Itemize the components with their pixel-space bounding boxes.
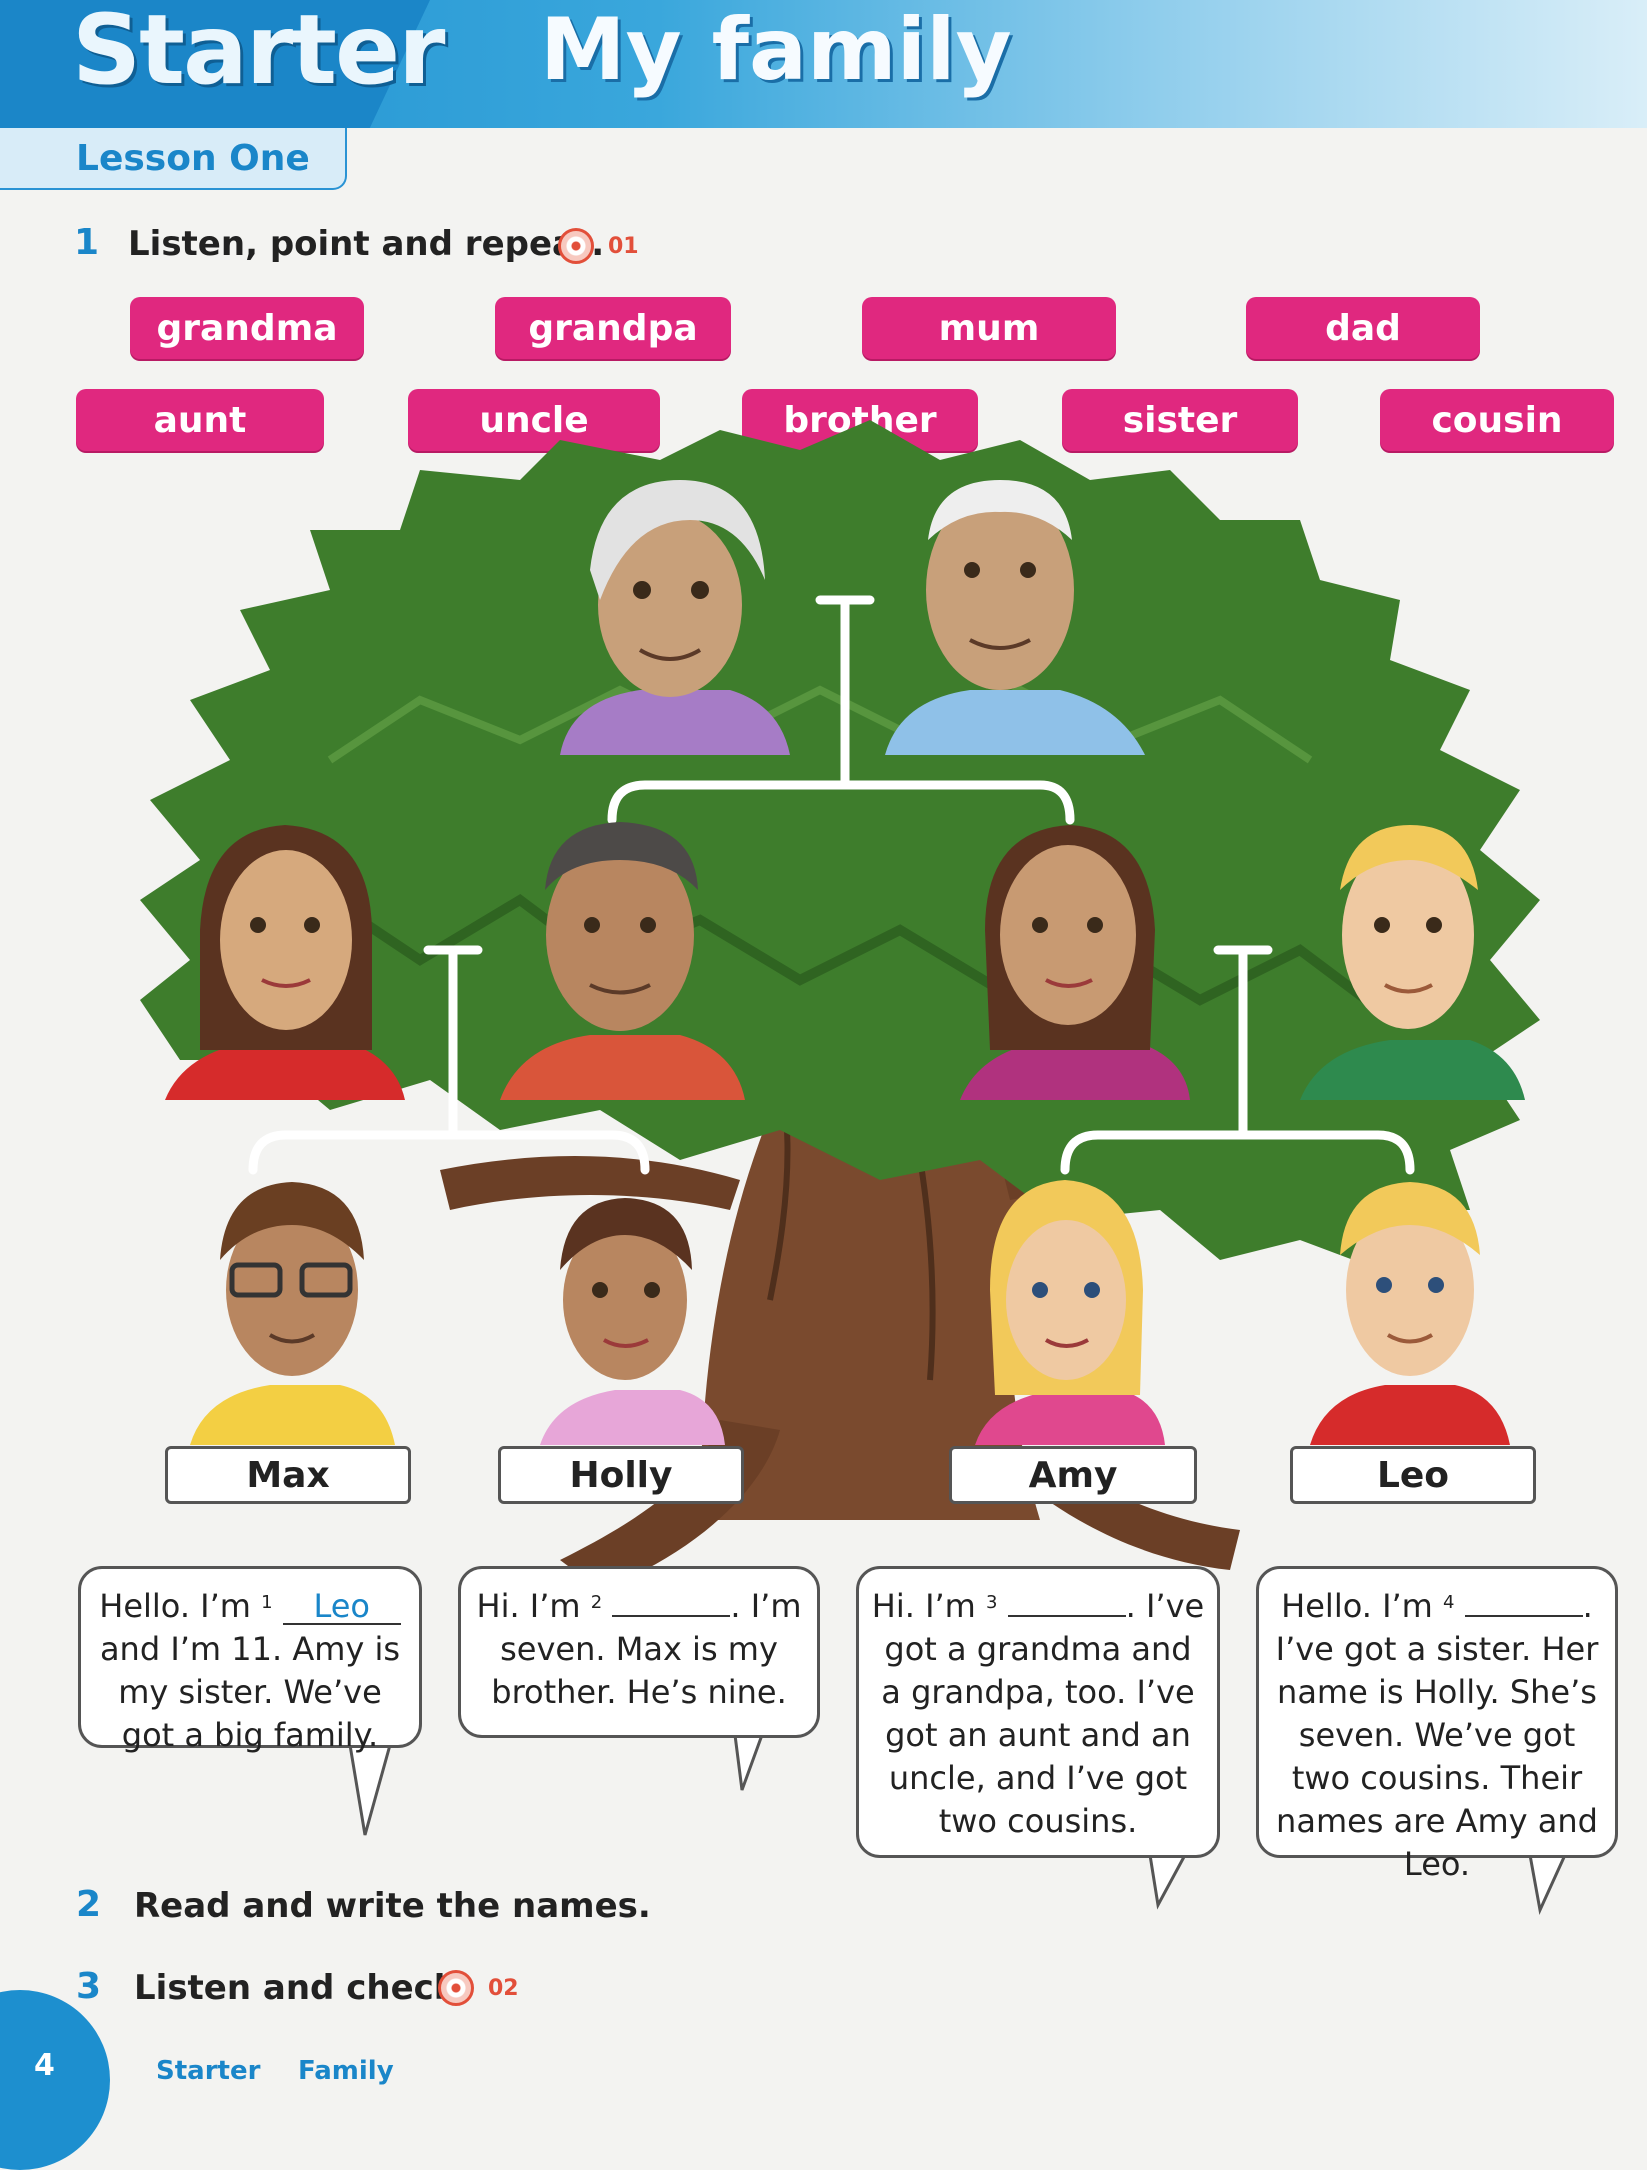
bubble-4-text: I’ve got a sister. Her name is Holly. Sh… — [1275, 1630, 1599, 1883]
word-card-grandpa[interactable]: grandpa — [495, 297, 731, 359]
tree-foliage — [140, 420, 1540, 1270]
exercise-2-number: 2 — [76, 1884, 102, 1925]
bubble-4-greeting: Hello. I’m — [1281, 1587, 1433, 1625]
audio-track-number: 02 — [488, 1976, 519, 2001]
uncle-portrait — [500, 822, 745, 1100]
word-card-aunt[interactable]: aunt — [76, 389, 324, 451]
answer-blank-3[interactable] — [1007, 1615, 1126, 1617]
word-card-dad[interactable]: dad — [1246, 297, 1480, 359]
grandpa-portrait — [885, 480, 1145, 755]
name-box-leo: Leo — [1290, 1446, 1536, 1504]
word-card-grandma[interactable]: grandma — [130, 297, 364, 359]
speech-bubble-3: Hi. I’m 3 . I’ve got a grandma and a gra… — [856, 1566, 1220, 1858]
bubble-3-greeting: Hi. I’m — [871, 1587, 976, 1625]
bubble-2-greeting: Hi. I’m — [476, 1587, 581, 1625]
answer-blank-1[interactable]: Leo — [282, 1589, 401, 1625]
footer-unit: Starter — [156, 2056, 261, 2086]
name-box-amy: Amy — [949, 1446, 1197, 1504]
word-card-uncle[interactable]: uncle — [408, 389, 660, 451]
bubble-1-text: and I’m 11. Amy is my sister. We’ve got … — [99, 1630, 401, 1754]
max-portrait — [190, 1182, 395, 1445]
name-box-max: Max — [165, 1446, 411, 1504]
exercise-1-number: 1 — [74, 222, 100, 263]
lesson-label: Lesson One — [76, 138, 310, 179]
audio-cd-icon[interactable] — [438, 1970, 474, 2006]
family-tree-illustration — [140, 420, 1567, 1915]
speech-bubble-tails — [348, 1734, 1567, 1915]
page-title: My family — [540, 0, 1012, 100]
bubble-3-number: 3 — [986, 1592, 998, 1613]
unit-label: Starter — [72, 0, 445, 106]
exercise-2-instruction: Read and write the names. — [134, 1886, 651, 1926]
audio-cd-icon[interactable] — [558, 228, 594, 264]
answer-blank-4[interactable] — [1464, 1615, 1583, 1617]
exercise-3-instruction: Listen and check. — [134, 1968, 470, 2008]
bubble-1-greeting: Hello. I’m — [99, 1587, 251, 1625]
bubble-4-number: 4 — [1443, 1592, 1455, 1613]
bubble-3-text: I’ve got a grandma and a grandpa, too. I… — [881, 1587, 1205, 1840]
grandma-portrait — [560, 480, 790, 755]
word-card-sister[interactable]: sister — [1062, 389, 1298, 451]
audio-track-number: 01 — [608, 234, 639, 259]
footer-topic: Family — [298, 2056, 394, 2086]
lesson-tab — [0, 128, 347, 190]
leo-portrait — [1310, 1182, 1510, 1445]
answer-blank-2[interactable] — [612, 1615, 731, 1617]
speech-bubble-2: Hi. I’m 2 . I’m seven. Max is my brother… — [458, 1566, 820, 1738]
unit-band — [0, 0, 430, 128]
word-card-mum[interactable]: mum — [862, 297, 1116, 359]
page-number: 4 — [34, 2048, 55, 2083]
amy-portrait — [975, 1180, 1165, 1445]
holly-portrait — [540, 1198, 725, 1445]
mum-portrait — [960, 825, 1190, 1100]
bubble-2-text: I’m seven. Max is my brother. He’s nine. — [491, 1587, 802, 1711]
exercise-3-number: 3 — [76, 1966, 102, 2007]
word-card-cousin[interactable]: cousin — [1380, 389, 1614, 451]
tree-connectors — [248, 595, 1415, 1175]
bubble-1-number: 1 — [261, 1592, 273, 1613]
dad-portrait — [1300, 825, 1525, 1100]
speech-bubble-1: Hello. I’m 1 Leo and I’m 11. Amy is my s… — [78, 1566, 422, 1754]
exercise-1-instruction: Listen, point and repeat. — [128, 224, 605, 264]
aunt-portrait — [165, 825, 405, 1100]
name-box-holly: Holly — [498, 1446, 744, 1504]
speech-bubble-4: Hello. I’m 4 . I’ve got a sister. Her na… — [1256, 1566, 1618, 1883]
bubble-2-number: 2 — [590, 1592, 603, 1613]
